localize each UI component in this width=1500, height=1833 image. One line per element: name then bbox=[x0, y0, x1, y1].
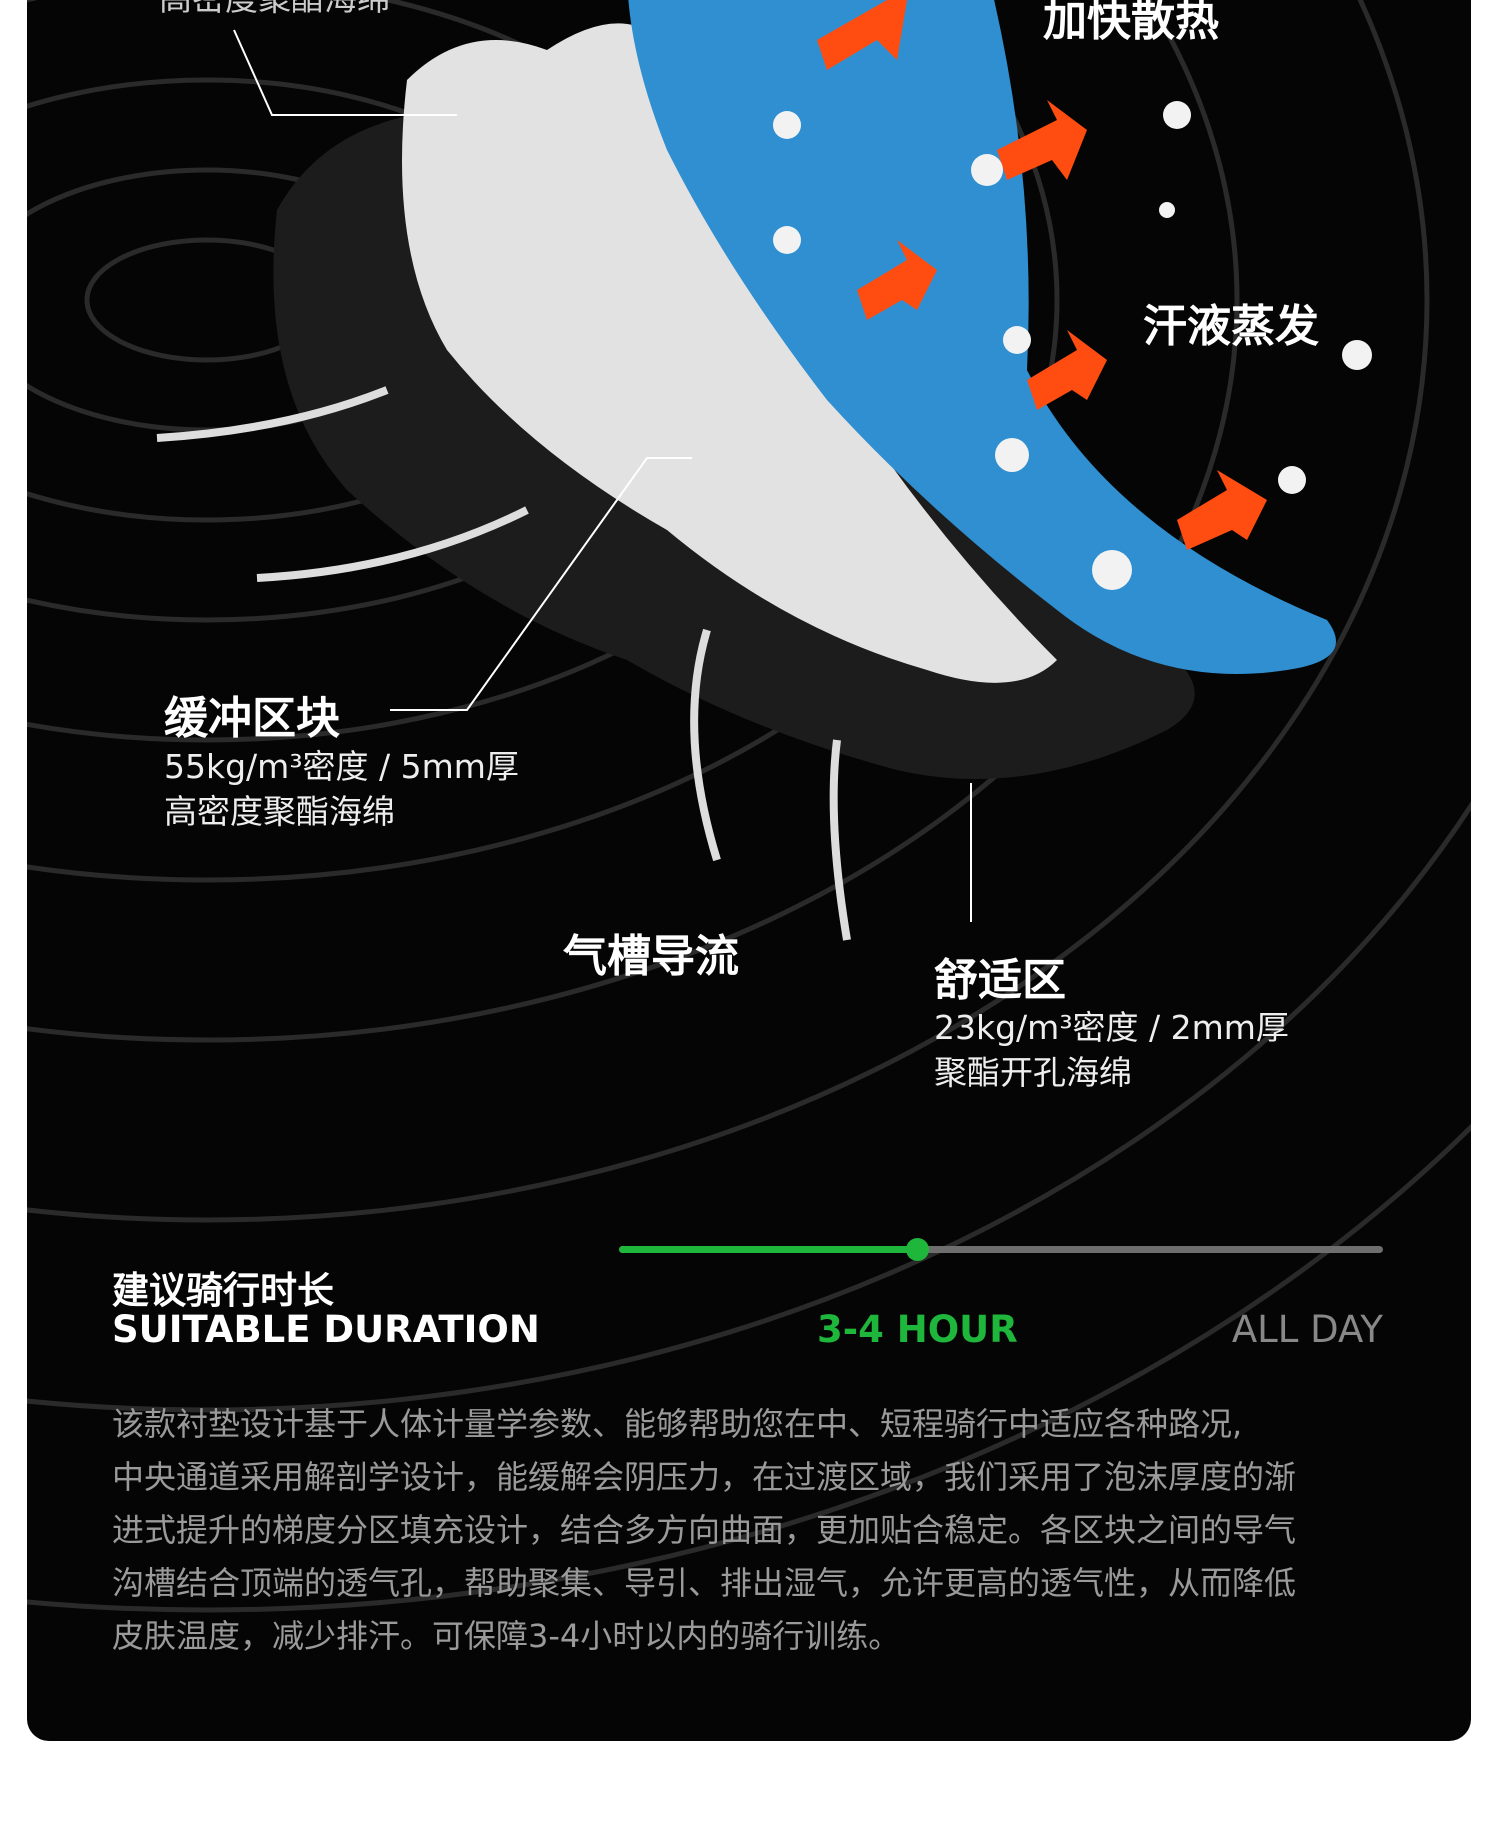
duration-current-value: 3-4 HOUR bbox=[817, 1308, 1018, 1351]
airflow-arrows bbox=[156, 386, 851, 941]
duration-title-en: SUITABLE DURATION bbox=[112, 1308, 540, 1351]
sweat-droplets bbox=[773, 101, 1372, 590]
description-line: 皮肤温度，减少排汗。可保障3-4小时以内的骑行训练。 bbox=[112, 1617, 901, 1655]
comfort-foam-layer bbox=[628, 0, 1336, 674]
comfort-zone-spec: 23kg/m³密度 / 2mm厚 bbox=[934, 1008, 1289, 1047]
sweat-evaporation-label: 汗液蒸发 bbox=[1143, 301, 1319, 352]
chamois-pad-illustration bbox=[27, 0, 1471, 1613]
top-left-callout-text: 高密度聚酯海绵 bbox=[159, 0, 390, 20]
duration-title-cn: 建议骑行时长 bbox=[112, 1269, 334, 1312]
cushion-zone-spec: 55kg/m³密度 / 5mm厚 bbox=[164, 747, 519, 786]
cushion-foam-layer bbox=[402, 23, 1057, 683]
duration-slider bbox=[619, 1238, 1383, 1261]
description-line: 该款衬垫设计基于人体计量学参数、能够帮助您在中、短程骑行中适应各种路况, bbox=[112, 1405, 1243, 1443]
duration-max-label: ALL DAY bbox=[1231, 1308, 1383, 1351]
callout-lines bbox=[233, 29, 972, 922]
comfort-zone-title: 舒适区 bbox=[934, 955, 1066, 1006]
duration-slider-knob bbox=[905, 1238, 929, 1261]
product-feature-card: 高密度聚酯海绵 加快散热 汗液蒸发 缓冲区块 55kg/m³密度 / 5mm厚 … bbox=[27, 0, 1471, 1741]
comfort-zone-material: 聚酯开孔海绵 bbox=[934, 1053, 1132, 1092]
cushion-zone-title: 缓冲区块 bbox=[164, 693, 340, 744]
description-line: 中央通道采用解剖学设计，能缓解会阴压力，在过渡区域，我们采用了泡沫厚度的渐 bbox=[112, 1458, 1297, 1496]
airflow-channel-label: 气槽导流 bbox=[563, 931, 739, 982]
description-line: 进式提升的梯度分区填充设计，结合多方向曲面，更加贴合稳定。各区块之间的导气 bbox=[112, 1511, 1297, 1549]
cushion-zone-material: 高密度聚酯海绵 bbox=[164, 792, 395, 831]
heat-arrows bbox=[817, 0, 1267, 550]
heat-dissipation-label: 加快散热 bbox=[1043, 0, 1219, 46]
product-description: 该款衬垫设计基于人体计量学参数、能够帮助您在中、短程骑行中适应各种路况, 中央通… bbox=[112, 1398, 1412, 1663]
description-line: 沟槽结合顶端的透气孔，帮助聚集、导引、排出湿气，允许更高的透气性，从而降低 bbox=[112, 1564, 1297, 1602]
duration-slider-fill bbox=[619, 1246, 917, 1253]
